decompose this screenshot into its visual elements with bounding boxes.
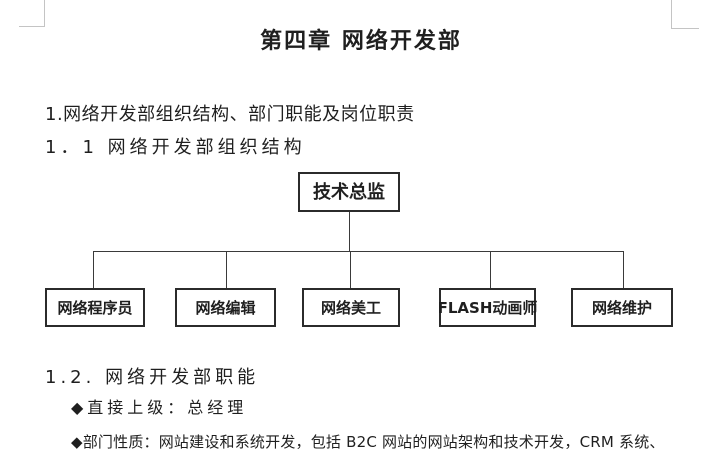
margin-mark-top-right-vertical [671,0,672,28]
org-chart-drop-line [490,251,491,288]
org-chart-child-box: FLASH动画师 [438,288,537,327]
org-chart-child-box: 网络维护 [571,288,673,327]
org-chart-root-connector-line [349,212,350,251]
bullet-direct-superior: ◆直接上级：总经理 [71,398,248,417]
org-chart-drop-line [350,251,351,288]
org-chart-root-box: 技术总监 [298,172,400,212]
heading-section-1-2: 1.2. 网络开发部职能 [45,367,260,388]
org-chart-drop-line [226,251,227,288]
org-chart-child-box: 网络编辑 [175,288,276,327]
bullet-department-nature: ◆部门性质：网站建设和系统开发，包括 B2C 网站的网站架构和技术开发，CRM … [71,433,665,451]
margin-mark-top-right-horizontal [671,28,699,29]
margin-mark-top-left-vertical [44,0,45,26]
org-chart-drop-line [93,251,94,288]
heading-section-1-1: 1．1 网络开发部组织结构 [45,137,306,158]
margin-mark-top-left-horizontal [19,26,45,27]
org-chart-drop-line [623,251,624,288]
org-chart-child-box: 网络美工 [302,288,400,327]
org-chart-child-box: 网络程序员 [45,288,145,327]
heading-section-1: 1.网络开发部组织结构、部门职能及岗位职责 [45,104,415,125]
org-chart-horizontal-connector-line [93,251,624,252]
chapter-title: 第四章 网络开发部 [260,29,462,54]
